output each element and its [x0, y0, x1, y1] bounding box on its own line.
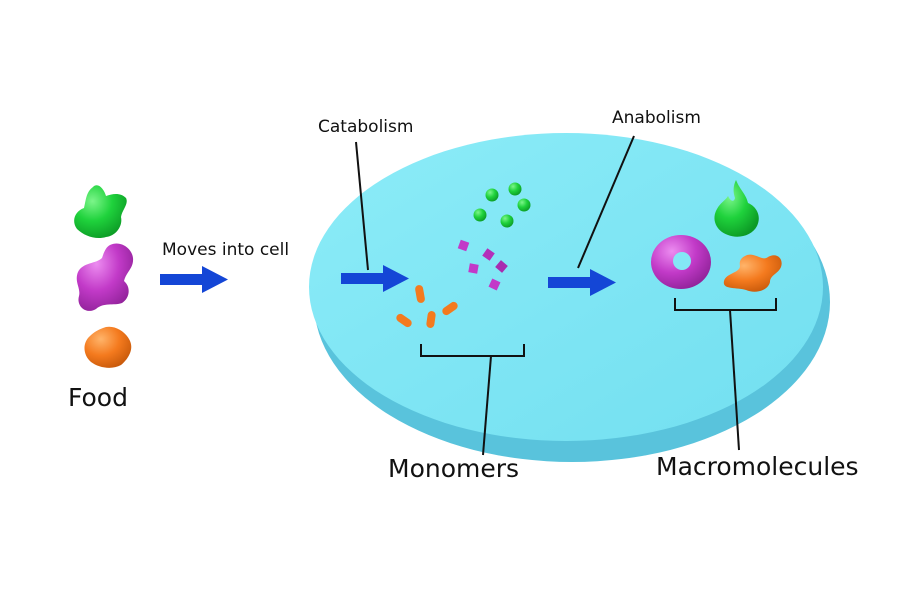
moves-into-cell-label: Moves into cell — [162, 240, 290, 260]
monomers-label: Monomers — [388, 454, 520, 483]
food-group — [74, 185, 134, 368]
monomer-green-spheres — [473, 182, 531, 228]
food-orange-blob — [84, 326, 132, 368]
catabolism-pointer-line — [355, 141, 369, 271]
anabolism-label: Anabolism — [612, 108, 701, 128]
arrow-moves-into-cell — [160, 266, 228, 293]
macromolecule-magenta-ring — [651, 235, 711, 289]
food-label: Food — [68, 383, 128, 412]
macromolecules-bracket — [674, 298, 777, 451]
macromolecule-green-shape — [714, 180, 759, 237]
catabolism-label: Catabolism — [318, 117, 414, 137]
macromolecule-orange-shape — [723, 254, 782, 292]
arrow-anabolism — [548, 269, 616, 296]
food-magenta-blob — [76, 243, 134, 311]
monomers-bracket — [420, 344, 525, 456]
monomer-magenta-cubes — [457, 239, 508, 291]
macromolecules-label: Macromolecules — [656, 452, 859, 481]
food-green-blob — [74, 185, 127, 239]
anabolism-pointer-line — [577, 135, 635, 269]
cell — [309, 133, 830, 462]
monomer-orange-capsules — [396, 285, 458, 328]
arrow-catabolism — [341, 265, 409, 292]
macromolecules-group — [651, 180, 782, 292]
